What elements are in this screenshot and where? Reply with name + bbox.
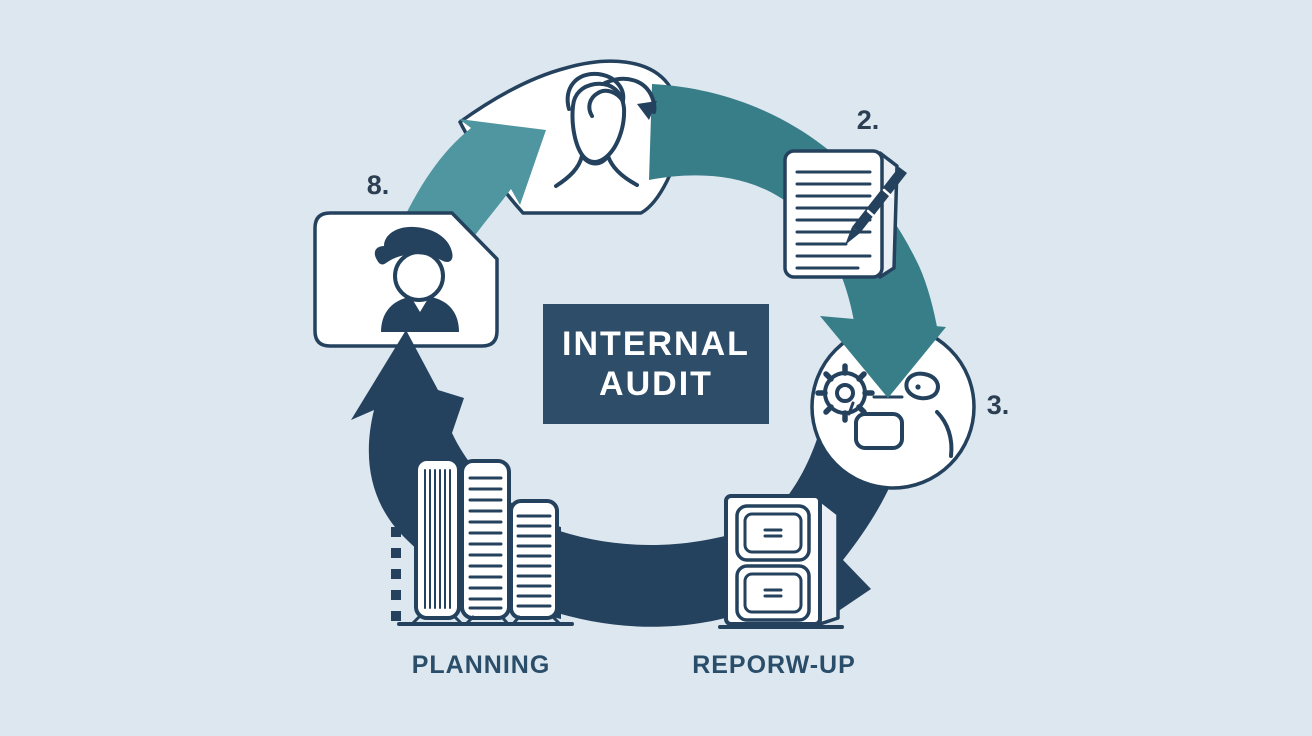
- filing-cabinet-icon: [718, 494, 844, 629]
- buildings-icon: [391, 457, 574, 626]
- drawer-top: [735, 504, 811, 562]
- hair-swirl-icon: [565, 71, 626, 118]
- drawer-bottom: [735, 564, 811, 622]
- thinking-person-icon: [554, 71, 657, 188]
- curved-arrow-icon: [603, 76, 657, 114]
- gear-teeth: [815, 363, 875, 423]
- label-planning: PLANNING: [411, 651, 551, 679]
- process-circle: [810, 324, 976, 490]
- cycle-arc-top-band: [649, 84, 938, 348]
- pen-icon: [845, 167, 907, 245]
- gear-process-icon: [815, 363, 954, 458]
- arrowhead-into-step3: [820, 316, 946, 398]
- step-number-2: 2.: [856, 105, 880, 135]
- person-badge-card: [313, 211, 499, 348]
- label-followup: REPORW-UP: [692, 651, 856, 679]
- title-line-1: INTERNAL: [562, 324, 750, 363]
- step-number-8: 8.: [366, 170, 390, 200]
- person-avatar-icon: [374, 226, 459, 332]
- center-title-box: [543, 304, 769, 424]
- document-pen-icon: [783, 149, 907, 279]
- dotted-squares: [391, 527, 401, 621]
- band-followup-to-planning: [548, 527, 746, 627]
- step-number-3: 3.: [986, 390, 1010, 420]
- cap-icon: [374, 226, 453, 265]
- title-line-2: AUDIT: [599, 365, 713, 403]
- diagram-title: INTERNAL AUDIT: [543, 304, 769, 424]
